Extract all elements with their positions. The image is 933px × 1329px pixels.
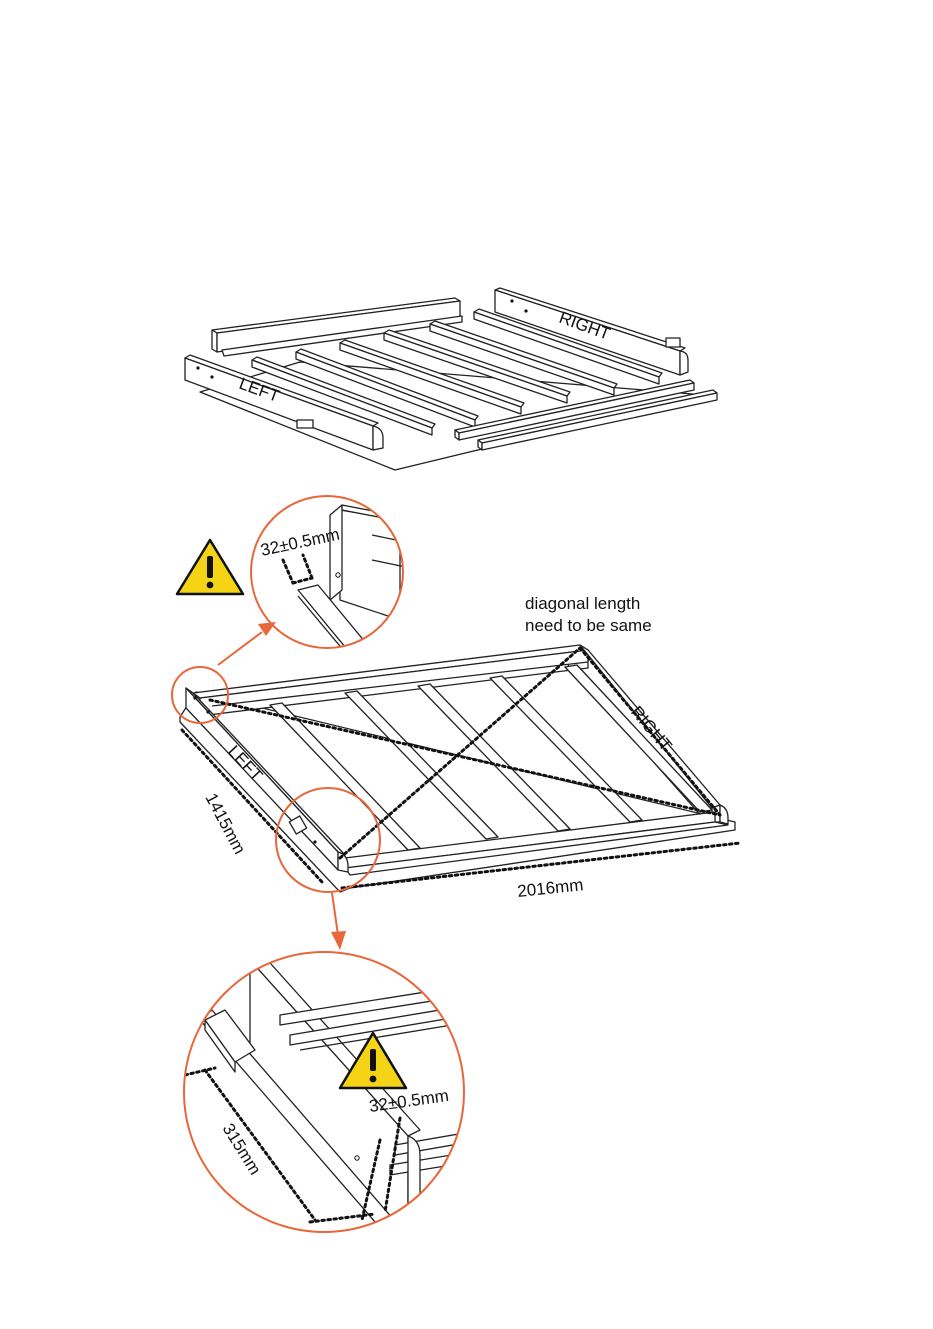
assembled-view: LEFT RIGHT 1415mm 2016mm diagonal length… bbox=[172, 594, 740, 950]
detail-bottom-callout: 32±0.5mm 315mm bbox=[184, 952, 470, 1260]
diagonal-note-line-1: diagonal length bbox=[525, 594, 640, 613]
exploded-view: RIGHT LEFT bbox=[185, 288, 717, 470]
detail-top-dimension: 32±0.5mm bbox=[259, 525, 341, 560]
width-dimension: 1415mm bbox=[201, 790, 249, 857]
warning-triangle-icon bbox=[177, 540, 243, 594]
diagonal-note-line-2: need to be same bbox=[525, 616, 652, 635]
detail-top-callout: 32±0.5mm bbox=[177, 496, 420, 670]
detail-bottom-offset-dimension: 315mm bbox=[219, 1120, 265, 1178]
length-dimension: 2016mm bbox=[516, 875, 584, 901]
